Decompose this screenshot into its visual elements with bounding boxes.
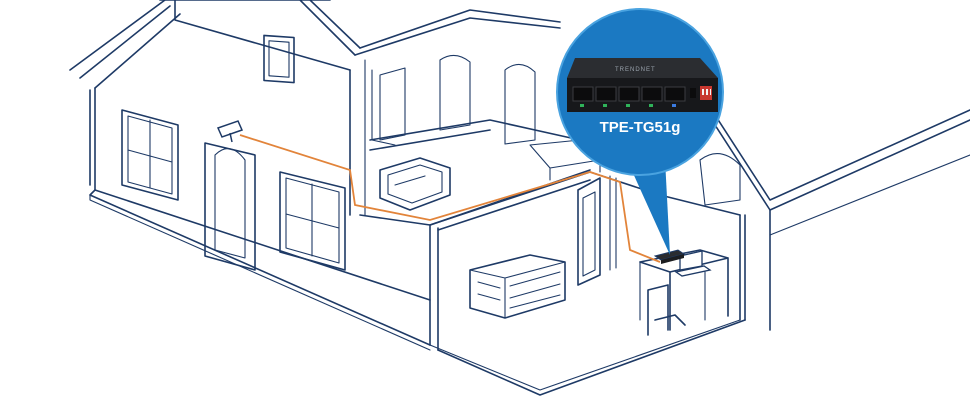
lower-room — [429, 171, 746, 396]
desk-switch — [653, 249, 686, 264]
device-brand-text: TRENDNET — [615, 67, 656, 73]
ethernet-cables — [239, 134, 661, 263]
product-label: TPE-TG51g — [600, 119, 681, 136]
network-switch-icon — [567, 58, 718, 112]
laptop-icon — [674, 250, 712, 277]
security-camera-icon — [216, 120, 244, 143]
house-front-wall — [69, 0, 431, 351]
